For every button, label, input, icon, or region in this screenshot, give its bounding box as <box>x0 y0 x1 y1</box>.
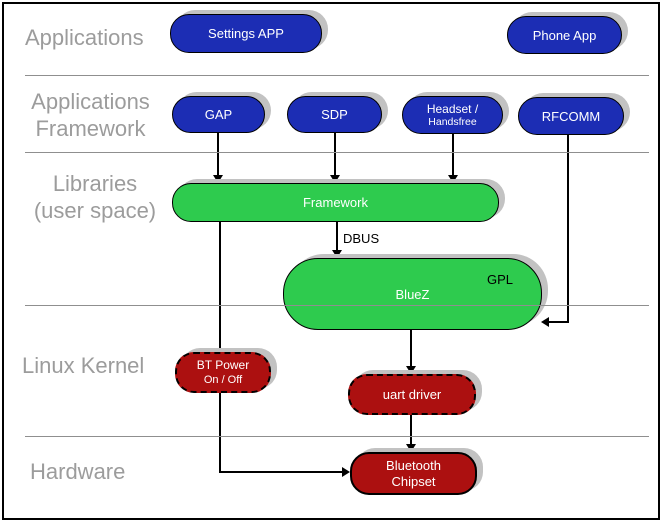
arrowhead-headset-to-framework <box>448 175 458 183</box>
layer-label-text: Applications <box>25 25 144 50</box>
node-sdp: SDP <box>287 96 382 133</box>
layer-label-text: Framework <box>35 116 146 141</box>
edge-label-dbus: DBUS <box>343 231 380 246</box>
layer-label-text: Linux Kernel <box>22 353 145 378</box>
divider-framework-libraries <box>25 152 649 153</box>
edge-headset-to-framework <box>452 132 454 177</box>
node-headset-handsfree: Headset / Handsfree <box>402 96 503 134</box>
node-label: BT Power <box>196 357 250 372</box>
layer-label-text: Hardware <box>30 459 126 484</box>
edge-gap-to-framework <box>217 130 219 177</box>
arrowhead-framework-to-chipset <box>342 467 350 477</box>
node-bluez: GPL BlueZ <box>283 258 542 330</box>
edge-framework-to-bluez <box>336 221 338 252</box>
edge-rfcomm-to-bluez-vertical <box>567 133 569 323</box>
edge-rfcomm-to-bluez-horizontal <box>547 321 569 323</box>
node-gap: GAP <box>172 96 265 133</box>
node-framework: Framework <box>172 183 499 222</box>
node-label: Phone App <box>532 27 597 43</box>
divider-kernel-hardware <box>25 436 649 437</box>
node-bluetooth-chipset: Bluetooth Chipset <box>350 452 477 495</box>
layer-label-hardware: Hardware <box>30 458 125 485</box>
layer-label-applications: Applications <box>25 24 144 51</box>
node-label: uart driver <box>382 387 442 402</box>
node-label: On / Off <box>203 373 243 386</box>
arrowhead-framework-to-bluez <box>332 250 342 258</box>
node-label: Framework <box>302 195 368 210</box>
divider-applications-framework <box>25 75 649 76</box>
edge-uart-to-chipset <box>410 411 412 445</box>
arrowhead-uart-to-chipset <box>406 444 416 452</box>
layer-label-applications-framework: Applications Framework <box>18 88 163 142</box>
node-rfcomm: RFCOMM <box>518 97 624 135</box>
node-label: BlueZ <box>395 286 430 302</box>
arrowhead-gap-to-framework <box>213 175 223 183</box>
arrowhead-sdp-to-framework <box>330 175 340 183</box>
node-label: Settings APP <box>208 26 284 41</box>
node-uart-driver: uart driver <box>348 374 476 415</box>
node-label: Headset / <box>426 101 479 116</box>
node-label: Handsfree <box>428 115 477 128</box>
node-label: Bluetooth <box>386 457 441 473</box>
edge-bluez-to-uart <box>410 328 412 368</box>
node-label: SDP <box>321 107 348 122</box>
layer-label-text: (user space) <box>33 198 157 223</box>
node-label: Chipset <box>391 473 436 489</box>
node-settings-app: Settings APP <box>170 14 322 53</box>
node-label: GAP <box>204 107 233 122</box>
node-bt-power: BT Power On / Off <box>175 352 271 393</box>
layer-label-libraries: Libraries (user space) <box>10 170 180 224</box>
divider-libraries-kernel <box>25 305 649 306</box>
edge-sdp-to-framework <box>334 130 336 177</box>
node-label: RFCOMM <box>541 108 601 124</box>
layer-label-text: Applications <box>31 89 150 114</box>
arrowhead-bluez-to-uart <box>406 366 416 374</box>
node-phone-app: Phone App <box>507 16 622 54</box>
edge-framework-to-chipset-vertical <box>219 221 221 473</box>
layer-label-text: Libraries <box>52 171 138 196</box>
layer-label-linux-kernel: Linux Kernel <box>22 352 144 379</box>
arrowhead-rfcomm-to-bluez <box>541 317 549 327</box>
edge-framework-to-chipset-horizontal <box>219 471 343 473</box>
gpl-badge: GPL <box>486 272 513 287</box>
